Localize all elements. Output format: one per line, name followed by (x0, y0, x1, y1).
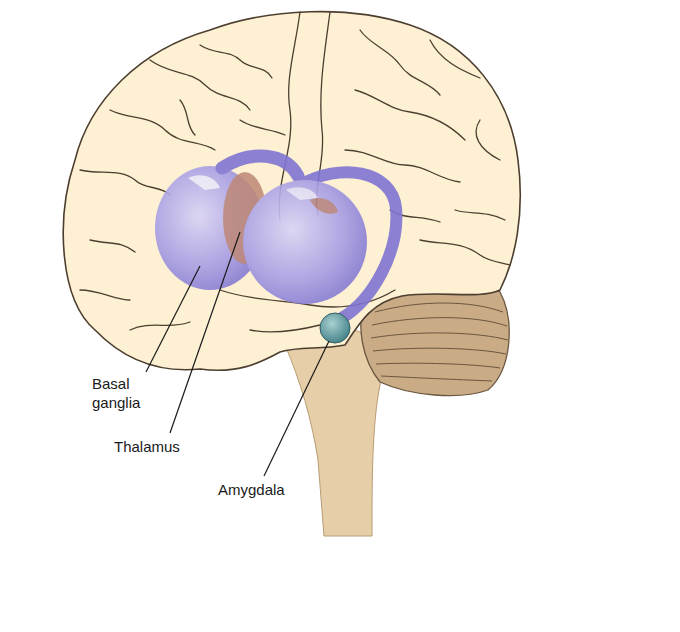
cerebrum (63, 12, 520, 371)
part-label: Basal ganglia (92, 374, 162, 412)
basal-ganglia (155, 156, 396, 318)
part-label: Thalamus (114, 437, 214, 456)
amygdala-shape (320, 313, 350, 343)
brainstem (285, 330, 381, 536)
part-label: Amygdala (218, 480, 318, 499)
gyri-lines (80, 12, 510, 332)
